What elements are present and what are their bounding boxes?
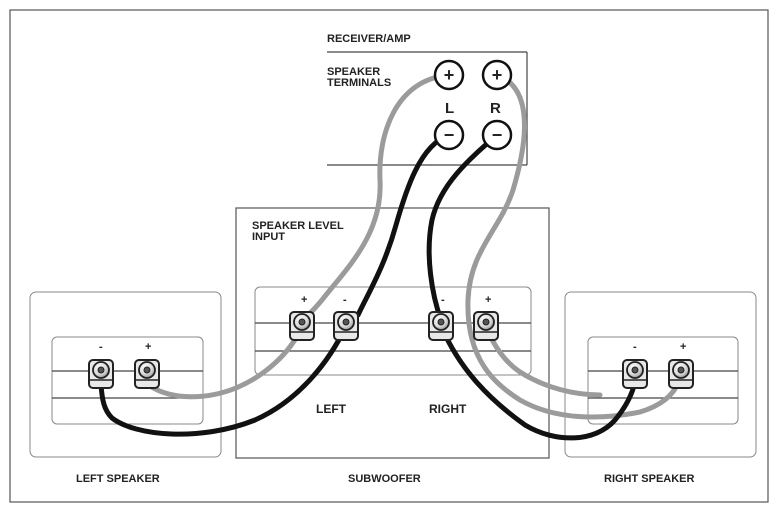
wire-left-negative-sub-to-speaker bbox=[98, 323, 349, 437]
subwoofer-box bbox=[235, 207, 550, 459]
receiver-amp: RECEIVER/AMP SPEAKER TERMINALS L R bbox=[327, 33, 528, 166]
subwoofer-caption: SUBWOOFER bbox=[348, 473, 421, 485]
wire-left-negative-receiver-to-sub bbox=[355, 132, 452, 318]
sub-left-negative-post bbox=[333, 311, 359, 341]
right-speaker-terminal-panel bbox=[587, 336, 739, 425]
receiver-title: RECEIVER/AMP bbox=[327, 33, 411, 45]
sub-left-positive-post bbox=[289, 311, 315, 341]
receiver-terminals: + + − − bbox=[433, 59, 513, 151]
left-speaker: - + LEFT SPEAKER bbox=[29, 291, 222, 485]
receiver-right-positive-terminal: + bbox=[481, 59, 513, 91]
wire-right-negative-receiver-to-sub bbox=[426, 132, 500, 323]
subwoofer-right-label: RIGHT bbox=[429, 402, 467, 416]
left-channel-label: L bbox=[445, 100, 454, 117]
right-channel-label: R bbox=[490, 100, 501, 117]
right-speaker-positive-post bbox=[668, 359, 694, 389]
subwoofer-left-label: LEFT bbox=[316, 402, 347, 416]
wire-right-positive-receiver-to-speaker bbox=[465, 72, 683, 420]
sub-mark-left-minus: - bbox=[343, 294, 347, 306]
receiver-left-negative-terminal: − bbox=[433, 119, 465, 151]
receiver-right-negative-terminal: − bbox=[481, 119, 513, 151]
receiver-left-minus-glyph: − bbox=[444, 125, 455, 145]
wire-left-positive-receiver-to-sub bbox=[299, 72, 452, 325]
speaker-terminals-label-line1: SPEAKER bbox=[327, 66, 380, 78]
speaker-level-input-line2: INPUT bbox=[252, 231, 285, 243]
wire-right-positive-sub-lead bbox=[483, 323, 603, 398]
receiver-right-plus-glyph: + bbox=[492, 65, 503, 85]
subwoofer-terminal-panel bbox=[254, 286, 532, 376]
wires bbox=[98, 72, 683, 441]
right-speaker-caption: RIGHT SPEAKER bbox=[604, 473, 695, 485]
receiver-right-minus-glyph: − bbox=[492, 125, 503, 145]
receiver-left-plus-glyph: + bbox=[444, 65, 455, 85]
right-speaker-mark-minus: - bbox=[633, 341, 637, 353]
sub-right-positive-post bbox=[473, 311, 499, 341]
left-speaker-negative-post bbox=[88, 359, 114, 389]
left-speaker-terminal-panel bbox=[51, 336, 204, 425]
right-speaker: - + RIGHT SPEAKER bbox=[564, 291, 757, 485]
left-speaker-positive-post bbox=[134, 359, 160, 389]
right-speaker-mark-plus: + bbox=[680, 341, 686, 353]
left-speaker-mark-minus: - bbox=[99, 341, 103, 353]
wire-right-negative-sub-to-speaker bbox=[438, 323, 638, 441]
sub-mark-left-plus: + bbox=[301, 294, 307, 306]
sub-mark-right-plus: + bbox=[485, 294, 491, 306]
wire-left-positive-sub-to-speaker bbox=[147, 323, 305, 400]
right-speaker-negative-post bbox=[622, 359, 648, 389]
subwoofer: SPEAKER LEVEL INPUT + - - + LEFT RIGHT S… bbox=[235, 207, 550, 485]
left-speaker-mark-plus: + bbox=[145, 341, 151, 353]
outer-frame bbox=[9, 9, 769, 503]
speaker-level-input-line1: SPEAKER LEVEL bbox=[252, 220, 344, 232]
receiver-left-positive-terminal: + bbox=[433, 59, 465, 91]
left-speaker-caption: LEFT SPEAKER bbox=[76, 473, 160, 485]
sub-mark-right-minus: - bbox=[441, 294, 445, 306]
sub-right-negative-post bbox=[428, 311, 454, 341]
speaker-terminals-label-line2: TERMINALS bbox=[327, 77, 391, 89]
